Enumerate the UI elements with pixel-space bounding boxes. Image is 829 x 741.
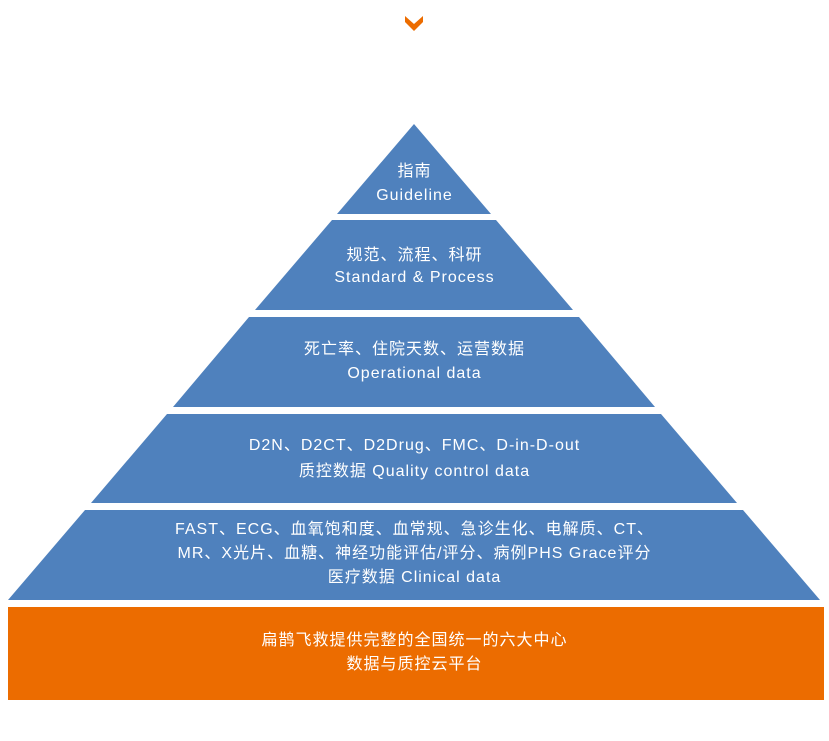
layer-4-line-1: D2N、D2CT、D2Drug、FMC、D-in-D-out xyxy=(248,437,581,454)
base-line-1: 扁鹊飞救提供完整的全国统一的六大中心 xyxy=(261,632,568,649)
layer-3-line-2: Operational data xyxy=(347,365,482,382)
layer-2-line-2: Standard & Process xyxy=(334,269,495,286)
layer-clinical-data xyxy=(8,510,820,600)
layer-5-line-1: FAST、ECG、血氧饱和度、血常规、急诊生化、电解质、CT、 xyxy=(174,521,654,538)
layer-4-line-2: 质控数据 Quality control data xyxy=(298,463,531,480)
layer-operational-data xyxy=(173,317,655,407)
base-line-2: 数据与质控云平台 xyxy=(346,656,483,673)
layer-1-line-1: 指南 xyxy=(397,163,432,180)
chevron-down-icon xyxy=(405,16,423,31)
layer-1-line-2: Guideline xyxy=(376,187,453,204)
layer-5-line-2: MR、X光片、血糖、神经功能评估/评分、病例PHS Grace评分 xyxy=(177,545,652,562)
layer-5-line-3: 医疗数据 Clinical data xyxy=(327,569,502,586)
layer-standard-process xyxy=(255,220,573,310)
layer-quality-control-data xyxy=(91,414,737,503)
layer-guideline xyxy=(337,124,491,214)
layer-2-line-1: 规范、流程、科研 xyxy=(346,247,483,264)
layer-3-line-1: 死亡率、住院天数、运营数据 xyxy=(303,341,525,358)
base-platform-box xyxy=(8,607,824,700)
